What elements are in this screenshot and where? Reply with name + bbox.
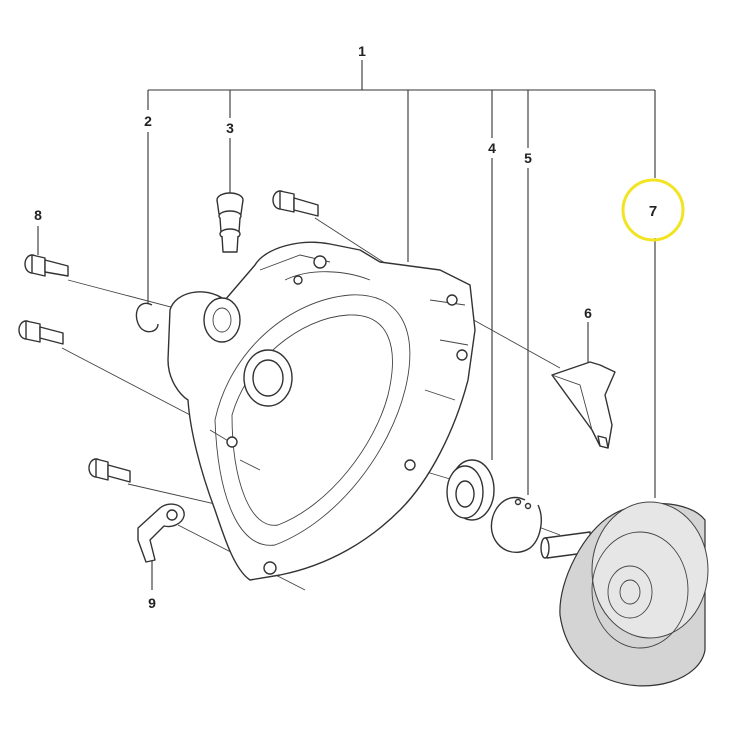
- callout-2: 2: [144, 113, 152, 129]
- highlight-ring: [621, 178, 685, 242]
- callout-7: 7: [649, 203, 657, 220]
- starter-housing-1: [167, 241, 476, 581]
- callouts: 1 2 3 4 5 6 7 8 9: [34, 43, 657, 611]
- callout-3: 3: [226, 120, 234, 136]
- seal-4: [446, 459, 495, 521]
- callout-1: 1: [358, 43, 366, 59]
- screw-top: [272, 190, 319, 217]
- fitting-3: [216, 192, 244, 253]
- circlip-2: [135, 302, 159, 333]
- clip-9: [137, 503, 185, 563]
- circlip-5: [490, 497, 542, 553]
- screw-left-middle: [18, 320, 64, 345]
- screw-lower-left: [88, 458, 131, 483]
- callout-6: 6: [584, 305, 592, 321]
- callout-9: 9: [148, 595, 156, 611]
- pulley-7: [540, 501, 709, 687]
- clip-6: [551, 361, 616, 449]
- callout-5: 5: [524, 150, 532, 166]
- callout-8: 8: [34, 207, 42, 223]
- screw-8: [24, 254, 69, 277]
- callout-4: 4: [488, 140, 496, 156]
